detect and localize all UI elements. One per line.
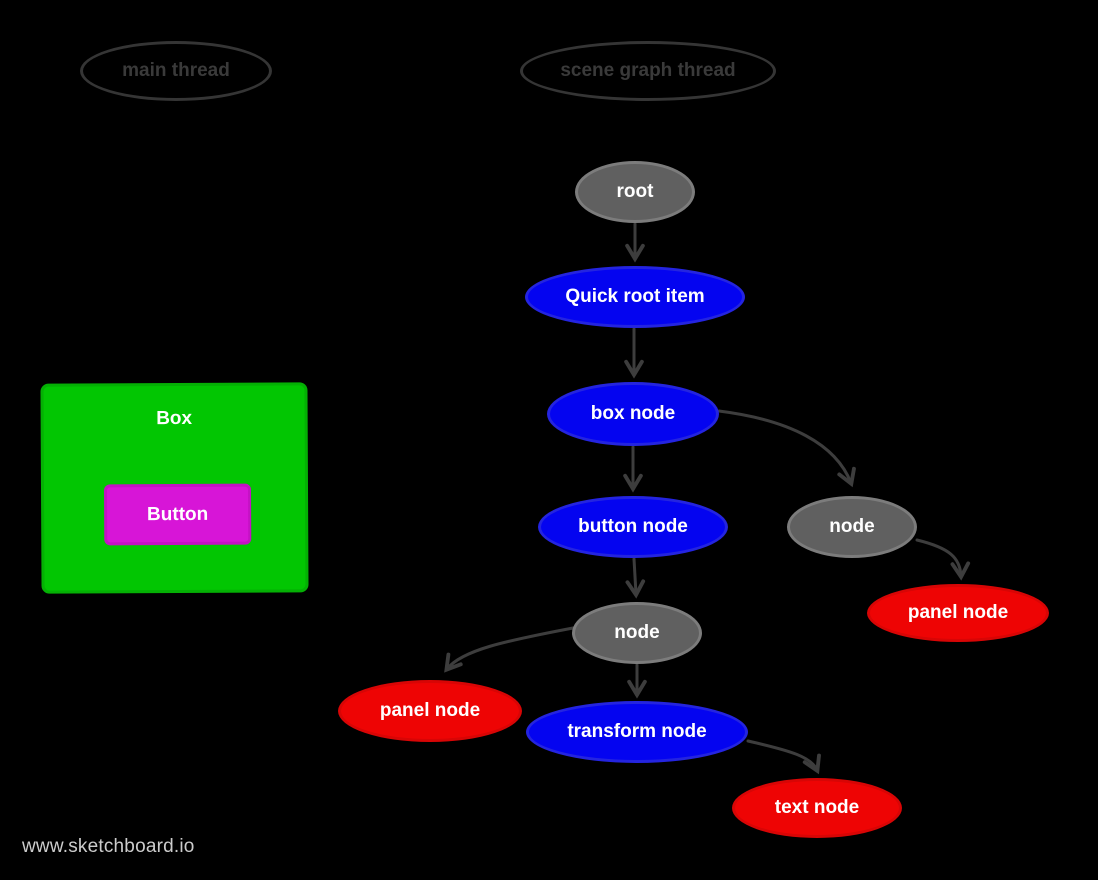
edge-buttonnode-to-node [625, 557, 646, 599]
graph-node-text-node-label: text node [774, 797, 860, 818]
scene-graph-thread-ellipse[interactable]: scene graph thread [520, 41, 776, 101]
main-thread-ellipse[interactable]: main thread [80, 41, 272, 101]
graph-node-text-node[interactable]: text node [732, 778, 902, 838]
edge-transformnode-to-textnode [746, 739, 821, 775]
graph-node-node-right-label: node [829, 516, 875, 537]
graph-node-node-right[interactable]: node [787, 496, 917, 558]
main-thread-label: main thread [122, 60, 230, 81]
graph-node-panel-node-right[interactable]: panel node [867, 584, 1049, 642]
button-label: Button [146, 503, 209, 525]
graph-node-transform-node-label: transform node [567, 721, 707, 742]
scene-graph-thread-label: scene graph thread [560, 60, 736, 81]
edge-boxnode-to-node [717, 409, 856, 488]
graph-node-panel-node-left[interactable]: panel node [338, 680, 522, 742]
graph-node-root-label: root [616, 181, 654, 202]
graph-node-root[interactable]: root [575, 161, 695, 223]
button-shape[interactable]: Button [103, 483, 252, 546]
graph-node-node-middle[interactable]: node [572, 602, 702, 664]
edge-node-to-panelnode-right [915, 538, 971, 581]
edge-node-to-panelnode-left [444, 626, 575, 673]
sketchboard-watermark: www.sketchboard.io [22, 836, 195, 857]
graph-node-button-node[interactable]: button node [538, 496, 728, 558]
graph-node-quick-root-item[interactable]: Quick root item [525, 266, 745, 328]
graph-node-node-middle-label: node [614, 622, 660, 643]
graph-node-panel-node-right-label: panel node [907, 602, 1009, 623]
graph-node-box-node[interactable]: box node [547, 382, 719, 446]
box-shape[interactable]: Box Button [40, 382, 309, 594]
graph-node-quick-root-item-label: Quick root item [565, 286, 705, 307]
graph-node-button-node-label: button node [578, 516, 688, 537]
graph-node-panel-node-left-label: panel node [379, 700, 481, 721]
graph-node-box-node-label: box node [590, 403, 676, 424]
box-label: Box [156, 407, 193, 430]
graph-node-transform-node[interactable]: transform node [526, 701, 748, 763]
